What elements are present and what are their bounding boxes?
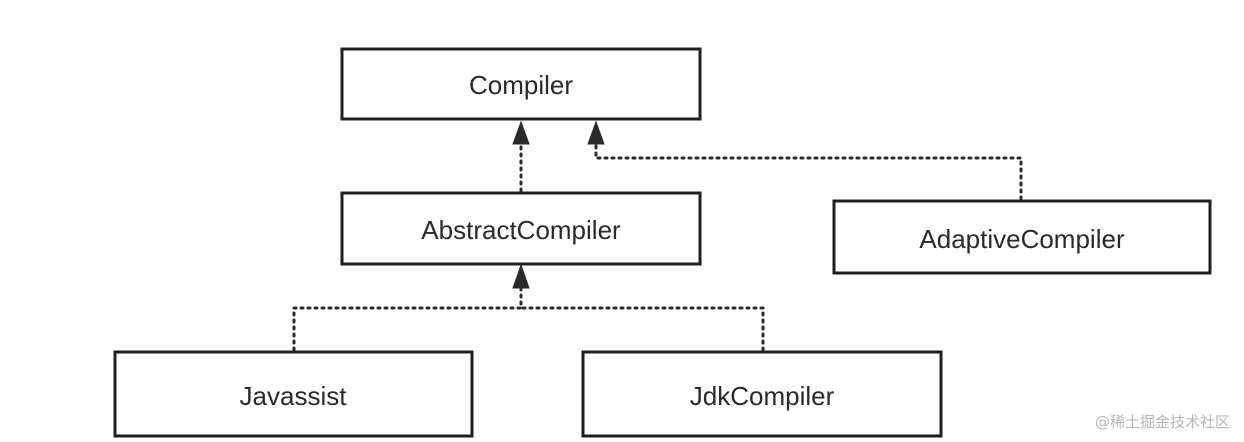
edge-javassist-to-abstractcompiler [292, 284, 523, 352]
node-jdk-compiler-label: JdkCompiler [690, 381, 835, 411]
watermark-text: @稀土掘金技术社区 [1094, 413, 1230, 431]
node-abstract-compiler-label: AbstractCompiler [421, 215, 621, 245]
node-adaptive-compiler: AdaptiveCompiler [832, 199, 1212, 275]
edge-adaptivecompiler-to-compiler [594, 140, 1023, 201]
edge-jdkcompiler-to-abstractcompiler [519, 306, 765, 352]
node-javassist: Javassist [113, 350, 474, 438]
node-adaptive-compiler-label: AdaptiveCompiler [919, 224, 1125, 254]
node-abstract-compiler: AbstractCompiler [340, 191, 702, 266]
node-compiler: Compiler [340, 47, 702, 121]
node-javassist-label: Javassist [240, 381, 348, 411]
node-jdk-compiler: JdkCompiler [581, 350, 943, 438]
node-compiler-label: Compiler [469, 70, 573, 100]
arrowhead-abstractcompiler [512, 263, 530, 289]
arrowhead-compiler-left [512, 120, 530, 145]
arrowhead-compiler-right [587, 120, 605, 145]
